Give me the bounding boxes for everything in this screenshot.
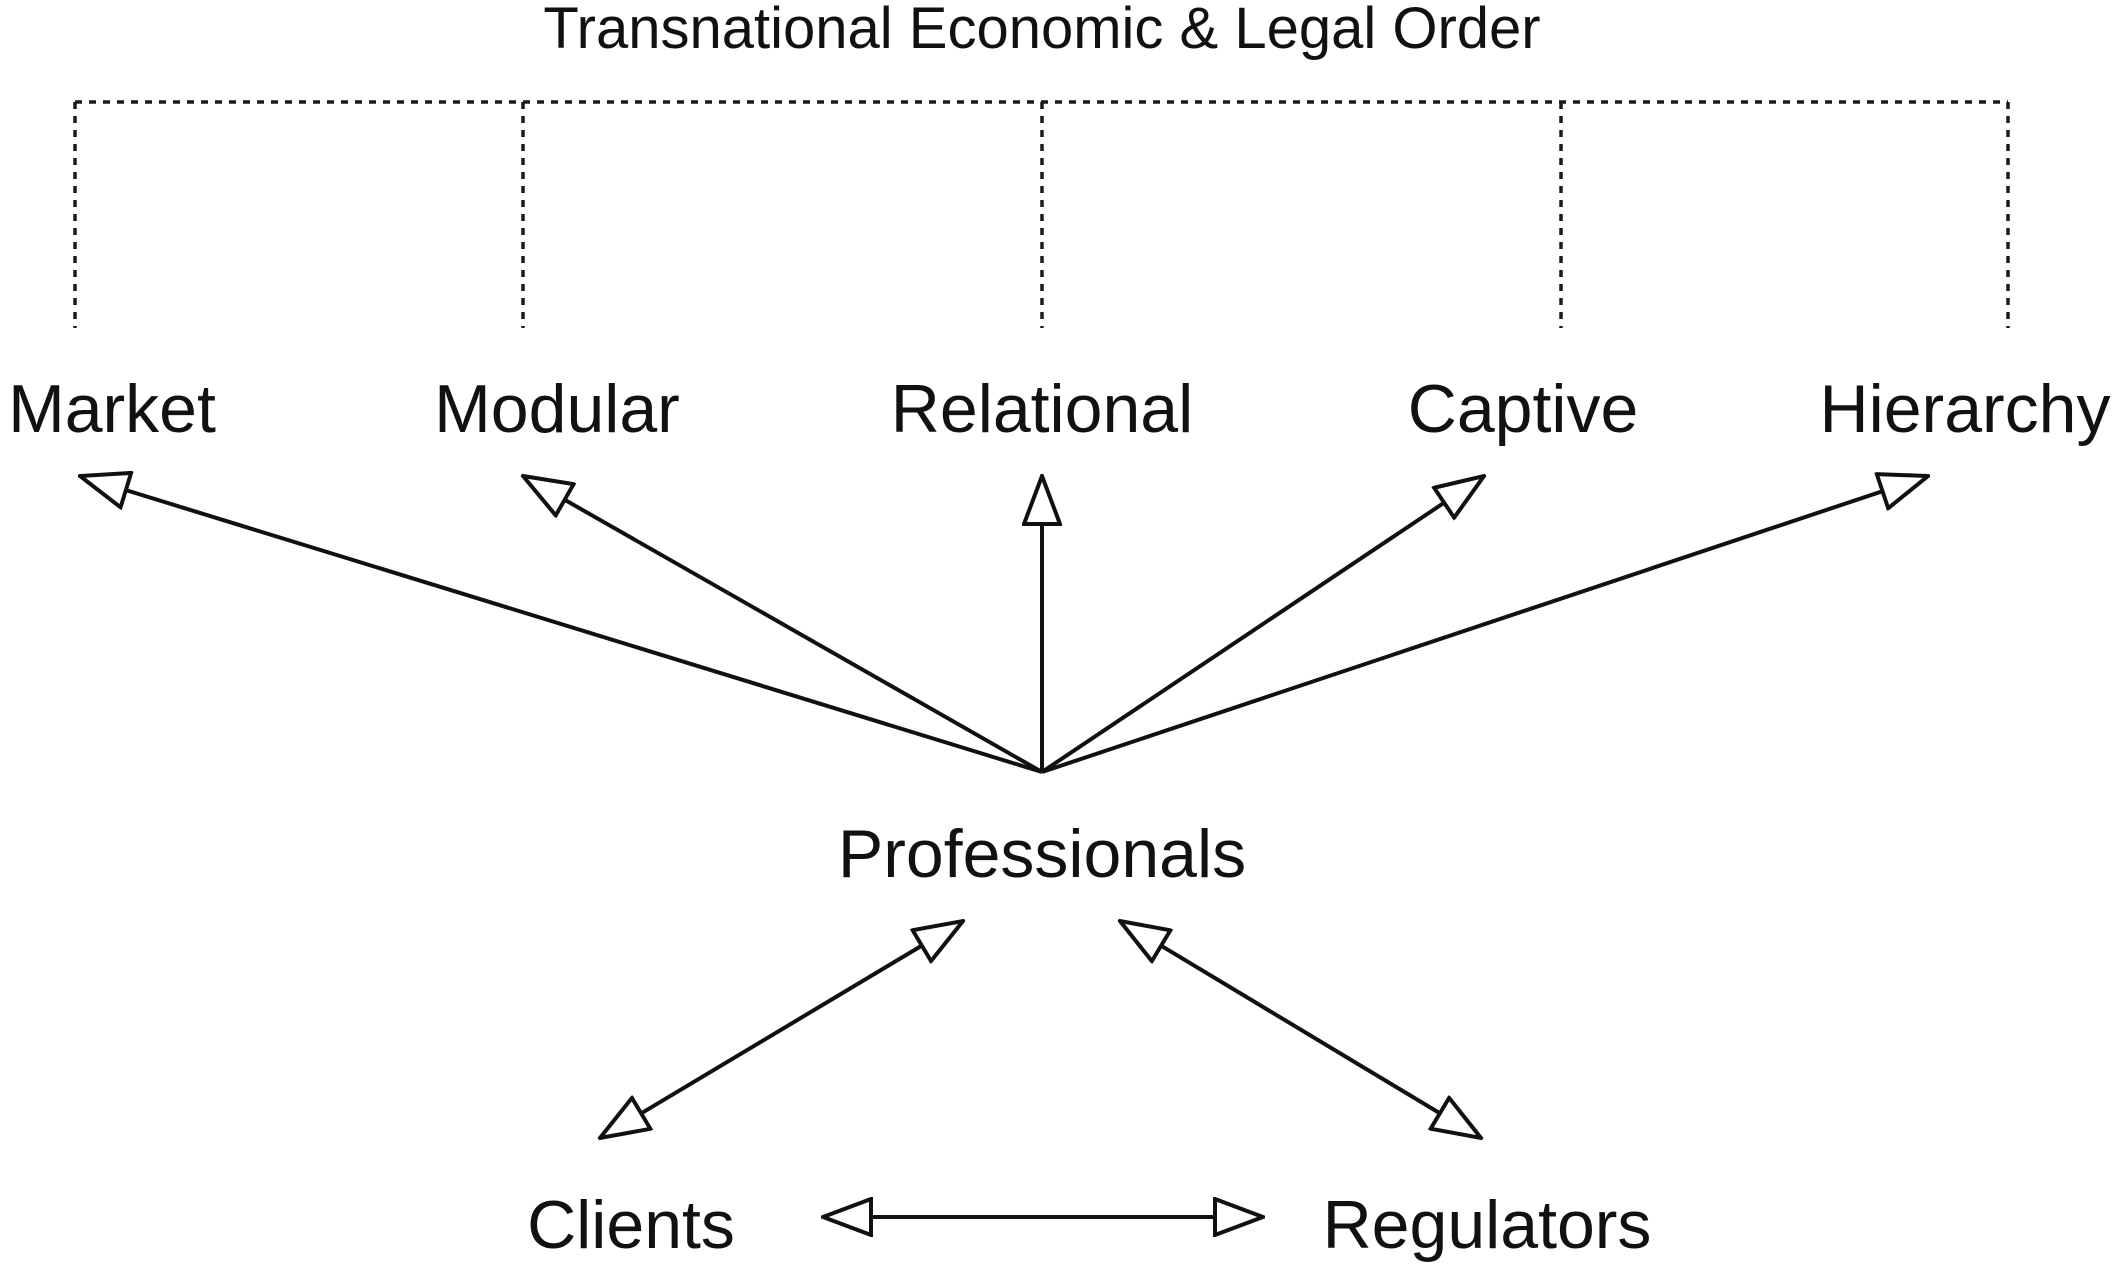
node-relational: Relational bbox=[891, 371, 1193, 447]
governance-edges bbox=[80, 476, 1928, 774]
node-captive: Captive bbox=[1408, 371, 1639, 447]
edge-regulators-professionals bbox=[1120, 921, 1481, 1138]
order-bracket bbox=[73, 100, 2010, 328]
edge-clients-professionals bbox=[600, 921, 963, 1138]
edge-professionals-hierarchy bbox=[1041, 476, 1928, 774]
edge-professionals-modular bbox=[523, 476, 1043, 774]
edge-professionals-captive bbox=[1040, 476, 1484, 774]
node-modular: Modular bbox=[434, 371, 680, 447]
node-hierarchy: Hierarchy bbox=[1820, 371, 2111, 447]
node-market: Market bbox=[8, 371, 216, 447]
node-professionals: Professionals bbox=[838, 816, 1246, 892]
edge-professionals-market bbox=[80, 476, 1043, 774]
actor-edges bbox=[600, 921, 1481, 1217]
diagram-title: Transnational Economic & Legal Order bbox=[543, 0, 1540, 61]
node-clients: Clients bbox=[527, 1187, 735, 1263]
node-regulators: Regulators bbox=[1323, 1187, 1652, 1263]
